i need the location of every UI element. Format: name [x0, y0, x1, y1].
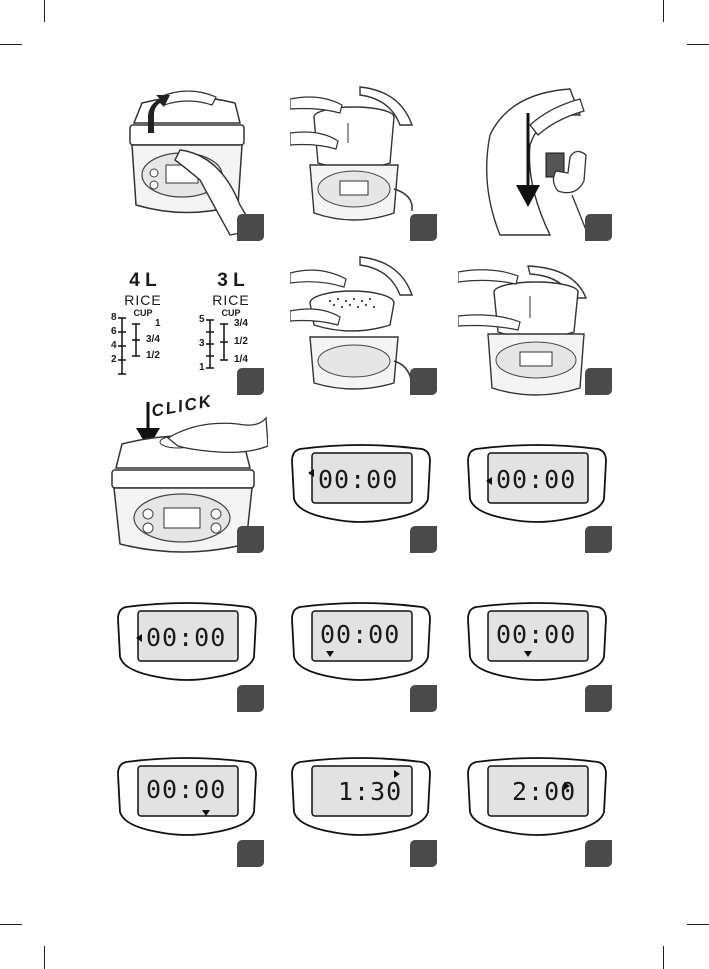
lcd-time: 00:00 [496, 465, 576, 494]
step-badge [237, 214, 264, 241]
scale-capacity: 3 L [196, 270, 266, 292]
step-badge [237, 685, 264, 712]
illustration-unplug [480, 85, 600, 245]
lcd-time: 00:00 [318, 465, 398, 494]
scale-left-mark: 4 [111, 340, 117, 351]
lcd-time: 2:00 [512, 777, 576, 806]
lcd-display: 00:00 [466, 601, 608, 683]
lcd-time: 00:00 [146, 623, 226, 652]
scale-right-mark: 3/4 [146, 334, 160, 345]
step-badge [585, 368, 612, 395]
scale-left-mark: 1 [199, 362, 205, 373]
scale-right-mark: 1/2 [146, 350, 160, 361]
scale-right-mark: 1 [155, 318, 161, 329]
lcd-time: 1:30 [338, 777, 402, 806]
crop-mark [687, 44, 709, 45]
scale-left-mark: 2 [111, 354, 117, 365]
step-badge [237, 840, 264, 867]
lcd-display: 2:00 [466, 756, 608, 838]
step-badge [237, 368, 264, 395]
scale-right-mark: 3/4 [234, 318, 248, 329]
illustration-lift-bowl [290, 85, 420, 245]
step-badge [410, 368, 437, 395]
step-badge [410, 526, 437, 553]
lcd-display: 00:00 [290, 443, 432, 525]
step-badge [585, 526, 612, 553]
scale-capacity: 4 L [108, 270, 178, 292]
crop-mark [0, 924, 22, 925]
lcd-time: 00:00 [320, 620, 400, 649]
step-badge [237, 526, 264, 553]
scale-grain: RICE [196, 292, 266, 308]
step-badge [410, 685, 437, 712]
crop-mark [663, 946, 664, 969]
lcd-display: 00:00 [116, 756, 258, 838]
scale-left-mark: 5 [199, 314, 205, 325]
scale-left-mark: 3 [199, 338, 205, 349]
step-badge [410, 840, 437, 867]
step-badge [585, 214, 612, 241]
step-badge [585, 840, 612, 867]
crop-mark [0, 44, 22, 45]
lcd-time: 00:00 [146, 775, 226, 804]
scale-left-mark: 6 [111, 326, 117, 337]
crop-mark [44, 946, 45, 969]
lcd-display: 1:30 [290, 756, 432, 838]
scale-4l: 4 L RICE CUP 8 6 4 2 1 3/4 1/2 [108, 270, 178, 380]
lcd-time: 00:00 [496, 620, 576, 649]
illustration-steam-basket [290, 255, 420, 405]
lcd-display: 00:00 [466, 443, 608, 525]
scale-grain: RICE [108, 292, 178, 308]
crop-mark [44, 0, 45, 22]
crop-mark [663, 0, 664, 22]
lcd-display: 00:00 [116, 601, 258, 683]
scale-left-mark: 8 [111, 312, 117, 323]
scale-3l: 3 L RICE CUP 5 3 1 3/4 1/2 1/4 [196, 270, 266, 380]
step-badge [410, 214, 437, 241]
step-badge [585, 685, 612, 712]
lcd-display: 00:00 [290, 601, 432, 683]
scale-right-mark: 1/4 [234, 354, 248, 365]
crop-mark [687, 924, 709, 925]
scale-right-mark: 1/2 [234, 336, 248, 347]
